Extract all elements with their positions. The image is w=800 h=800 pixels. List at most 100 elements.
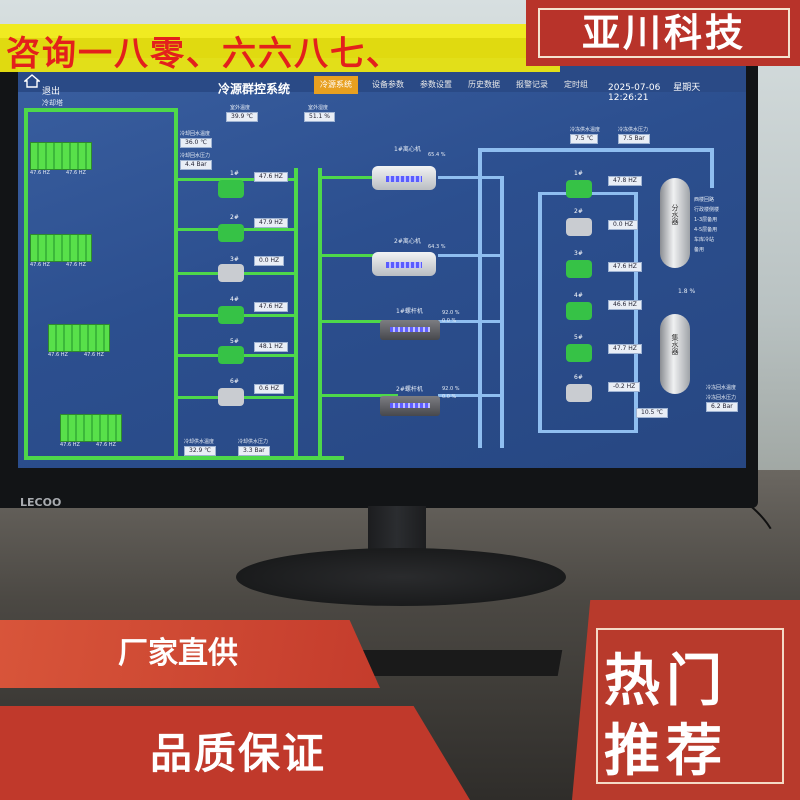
chilled-pump-freq: -0.2 HZ [608,382,641,392]
chilled-pump[interactable] [566,218,592,236]
chilled-pump-freq: 46.6 HZ [608,300,642,310]
cooling-pipe [24,108,174,112]
cooling-pipe [178,178,298,181]
chilled-pipe [500,178,504,448]
chilled-pump-freq: 47.8 HZ [608,176,642,186]
chilled-pump-name: 1# [574,170,583,177]
chiller-name: 2#螺杆机 [396,386,423,393]
quality-badge [0,706,470,800]
chw-return-press-value: 6.2 Bar [706,402,738,412]
chilled-pump[interactable] [566,180,592,198]
tab-cold-source[interactable]: 冷源系统 [314,76,358,94]
branch-label: 车库冷站 [694,237,715,243]
tab-device-params[interactable]: 设备参数 [372,80,404,89]
datetime: 2025-07-06 星期天 12:26:21 [608,80,746,103]
chw-return-press-label: 冷冻回水压力 [706,395,737,401]
system-title: 冷源群控系统 [218,82,291,96]
weekday-text: 星期天 [673,83,701,93]
tower-freq: 47.6 HZ [30,262,50,268]
screw-chiller[interactable] [380,396,440,416]
tower-freq: 47.6 HZ [66,170,86,176]
cooling-pipe [24,108,28,458]
tower-freq: 47.6 HZ [30,170,50,176]
chiller-load-2: 0.0 % [442,318,457,324]
cooling-pump-name: 1# [230,170,239,177]
chiller-load: 65.4 % [428,152,446,158]
date-text: 2025-07-06 [608,83,661,93]
cooling-pipe [318,394,398,397]
tab-alarms[interactable]: 报警记录 [516,80,548,89]
chiller-coil [386,176,422,182]
centrifugal-chiller[interactable] [372,166,436,190]
cw-return-press-label: 冷却回水压力 [180,153,211,159]
cooling-pipe [318,176,398,179]
hot-recommend-line2: 推荐 [604,719,728,784]
chilled-pump-freq: 0.0 HZ [608,220,639,230]
chilled-pump-name: 3# [574,250,583,257]
chiller-coil [390,327,430,332]
chilled-pump[interactable] [566,384,592,402]
tower-freq: 47.6 HZ [48,352,68,358]
exit-button[interactable]: 退出 [42,87,61,97]
cw-return-temp-value: 36.0 ℃ [180,138,213,148]
cooling-tower [30,234,92,262]
tower-freq: 47.6 HZ [84,352,104,358]
home-icon[interactable] [24,74,40,88]
monitor-base [236,548,566,606]
tower-freq: 47.6 HZ [66,262,86,268]
cw-supply-temp-value: 32.9 ℃ [184,446,217,456]
hot-recommend-badge [572,600,800,800]
chiller-name: 2#离心机 [394,238,421,245]
outdoor-temp-label: 室外温度 [230,105,251,111]
branch-label: 4-5层备用 [694,227,718,233]
chilled-pump-freq: 47.7 HZ [608,344,642,354]
centrifugal-chiller[interactable] [372,252,436,276]
outdoor-temp-value: 39.9 ℃ [226,112,259,122]
cooling-pump-name: 3# [230,256,239,263]
tab-history[interactable]: 历史数据 [468,80,500,89]
outdoor-humidity-label: 室外湿度 [308,105,329,111]
supply-header-tank [660,178,690,268]
chilled-pump[interactable] [566,302,592,320]
chilled-pipe [538,192,542,432]
chw-return-temp-label: 冷冻回水温度 [706,385,737,391]
cooling-pump[interactable] [218,306,244,324]
branch-label: 行政楼侧楼 [694,207,720,213]
tower-freq: 47.6 HZ [96,442,116,448]
cooling-tower [48,324,110,352]
chiller-load: 92.0 % [442,310,460,316]
cooling-pump[interactable] [218,180,244,198]
monitor-logo: LECOO [20,496,62,509]
chilled-pipe [478,148,482,448]
cooling-pump[interactable] [218,346,244,364]
cooling-pump[interactable] [218,264,244,282]
tab-timer-groups[interactable]: 定时组 [564,80,588,89]
branch-label: 西楼回路 [694,197,715,203]
tab-param-settings[interactable]: 参数设置 [420,80,452,89]
time-text: 12:26:21 [608,93,649,103]
cooling-pump-freq: 47.9 HZ [254,218,288,228]
cooling-pump-freq: 0.0 HZ [254,256,285,266]
cooling-pump[interactable] [218,388,244,406]
chilled-pipe [478,148,714,152]
chiller-load: 64.3 % [428,244,446,250]
tower-freq: 47.6 HZ [60,442,80,448]
outdoor-humidity-value: 51.1 % [304,112,335,122]
cooling-tower [30,142,92,170]
bypass-value: 1.8 % [678,288,696,295]
hot-recommend-frame [596,628,784,784]
hot-recommend-line1: 热门 [604,649,728,714]
cw-return-press-value: 4.4 Bar [180,160,212,170]
chilled-pump-freq: 47.6 HZ [608,262,642,272]
chiller-coil [390,403,430,408]
cw-supply-press-value: 3.3 Bar [238,446,270,456]
chw-return-temp-value: 10.5 ℃ [636,408,669,418]
cooling-tower [60,414,122,442]
chiller-name: 1#螺杆机 [396,308,423,315]
chilled-pump[interactable] [566,344,592,362]
cooling-pump-name: 5# [230,338,239,345]
cooling-pump[interactable] [218,224,244,242]
chilled-pump[interactable] [566,260,592,278]
screw-chiller[interactable] [380,320,440,340]
